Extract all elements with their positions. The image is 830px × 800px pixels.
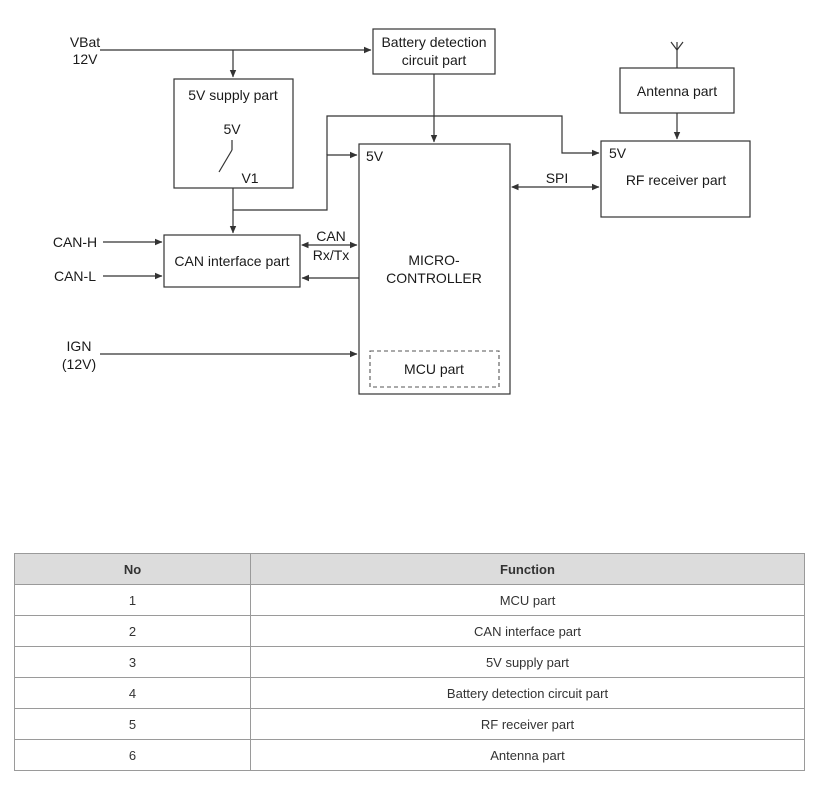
table-row: 1 MCU part xyxy=(14,584,805,616)
can-interface-block xyxy=(163,234,301,288)
row-no-cell: 1 xyxy=(14,584,251,616)
can-interface-label: CAN interface part xyxy=(174,253,289,269)
table-row: 4 Battery detection circuit part xyxy=(14,677,805,709)
rf-receiver-block xyxy=(600,140,751,218)
function-table-container: No Function 1 MCU part 2 CAN interface p… xyxy=(14,553,805,771)
can-h-label: CAN-H xyxy=(53,234,97,250)
vbat-label: VBat xyxy=(70,34,100,50)
supply-to-rf-wire xyxy=(326,115,600,157)
supply-v1-label: V1 xyxy=(241,170,258,186)
row-no-cell: 6 xyxy=(14,739,251,771)
battery-detection-label-line1: Battery detection xyxy=(381,34,486,50)
column-header-function: Function xyxy=(250,553,805,585)
table-header-row: No Function xyxy=(14,553,805,585)
antenna-symbol-icon xyxy=(670,41,684,68)
function-table: No Function 1 MCU part 2 CAN interface p… xyxy=(14,553,805,771)
battery-detection-block xyxy=(372,28,496,75)
row-no-cell: 2 xyxy=(14,615,251,647)
vbat-voltage-label: 12V xyxy=(73,51,99,67)
row-function-cell: 5V supply part xyxy=(250,646,805,678)
can-signal-label: CAN xyxy=(316,228,346,244)
microcontroller-label-line2: CONTROLLER xyxy=(386,270,482,286)
spi-signal-label: SPI xyxy=(546,170,569,186)
table-row: 5 RF receiver part xyxy=(14,708,805,740)
table-row: 3 5V supply part xyxy=(14,646,805,678)
ign-label: IGN xyxy=(67,338,92,354)
ign-voltage-label: (12V) xyxy=(62,356,96,372)
mcu-part-block xyxy=(369,350,500,388)
microcontroller-label-line1: MICRO- xyxy=(408,252,460,268)
row-function-cell: RF receiver part xyxy=(250,708,805,740)
row-function-cell: Antenna part xyxy=(250,739,805,771)
row-no-cell: 4 xyxy=(14,677,251,709)
supply-to-mcu-wire xyxy=(233,151,358,211)
rxtx-signal-label: Rx/Tx xyxy=(313,247,350,263)
rf-5v-label: 5V xyxy=(609,145,627,161)
mcu-5v-label: 5V xyxy=(366,148,384,164)
rf-receiver-label: RF receiver part xyxy=(626,172,726,188)
battery-detection-label-line2: circuit part xyxy=(402,52,467,68)
supply-5v-voltage-label: 5V xyxy=(223,121,241,137)
antenna-label: Antenna part xyxy=(637,83,717,99)
table-row: 2 CAN interface part xyxy=(14,615,805,647)
row-no-cell: 3 xyxy=(14,646,251,678)
block-diagram: VBat 12V CAN-H CAN-L IGN (12V) Battery d… xyxy=(53,28,751,395)
row-function-cell: MCU part xyxy=(250,584,805,616)
mcu-part-label: MCU part xyxy=(404,361,464,377)
row-function-cell: Battery detection circuit part xyxy=(250,677,805,709)
table-row: 6 Antenna part xyxy=(14,739,805,771)
can-l-label: CAN-L xyxy=(54,268,96,284)
supply-5v-title: 5V supply part xyxy=(188,87,278,103)
supply-5v-block xyxy=(173,78,294,189)
column-header-no: No xyxy=(14,553,251,585)
switch-symbol-icon xyxy=(218,140,233,173)
row-function-cell: CAN interface part xyxy=(250,615,805,647)
row-no-cell: 5 xyxy=(14,708,251,740)
